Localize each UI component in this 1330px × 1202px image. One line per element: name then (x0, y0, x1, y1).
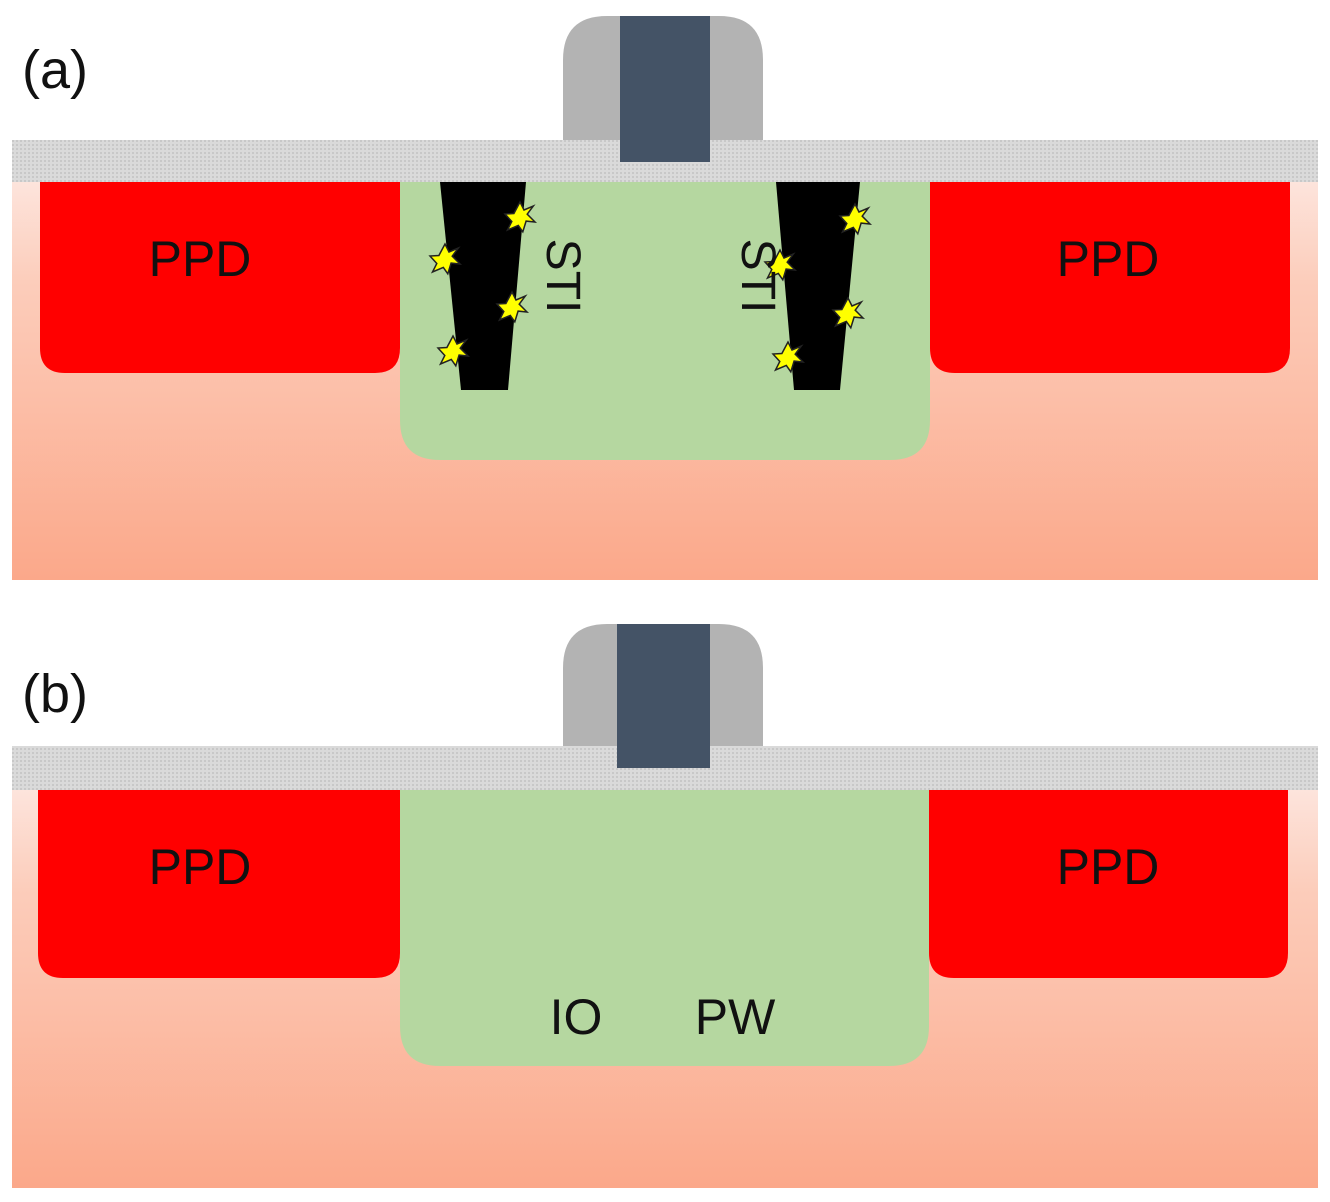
sti-trench-right (776, 182, 860, 390)
ppd-region-right-a (930, 182, 1290, 373)
panel-b-tag: (b) (22, 664, 88, 724)
pw-label: PW (695, 989, 776, 1045)
ppd-label-right-a: PPD (1057, 231, 1160, 287)
defect-icon (831, 296, 866, 330)
well-region-b (400, 790, 929, 1066)
gate-electrode-a (620, 16, 710, 162)
defect-icon (771, 340, 806, 374)
sti-trench-left (440, 182, 526, 390)
ppd-label-left-b: PPD (149, 839, 252, 895)
defect-icon (763, 248, 798, 282)
defect-icon (495, 290, 530, 324)
defect-icon (838, 202, 873, 236)
sti-label-left: STI (536, 239, 589, 314)
ppd-region-left-a (40, 182, 400, 373)
io-label: IO (550, 989, 603, 1045)
ppd-region-right-b (929, 790, 1288, 978)
panel-a: (a) PPD PPD STI STI (12, 16, 1318, 580)
panel-a-tag: (a) (22, 40, 88, 100)
sti-label-right: STI (731, 239, 784, 314)
ppd-label-right-b: PPD (1057, 839, 1160, 895)
panel-b: (b) PPD PPD IO PW (12, 624, 1318, 1188)
ppd-label-left-a: PPD (149, 231, 252, 287)
gate-electrode-b (617, 624, 710, 768)
defect-icon (503, 200, 538, 234)
ppd-region-left-b (38, 790, 400, 978)
defect-icon (428, 242, 463, 276)
defect-markers (428, 200, 873, 374)
defect-icon (436, 334, 471, 368)
